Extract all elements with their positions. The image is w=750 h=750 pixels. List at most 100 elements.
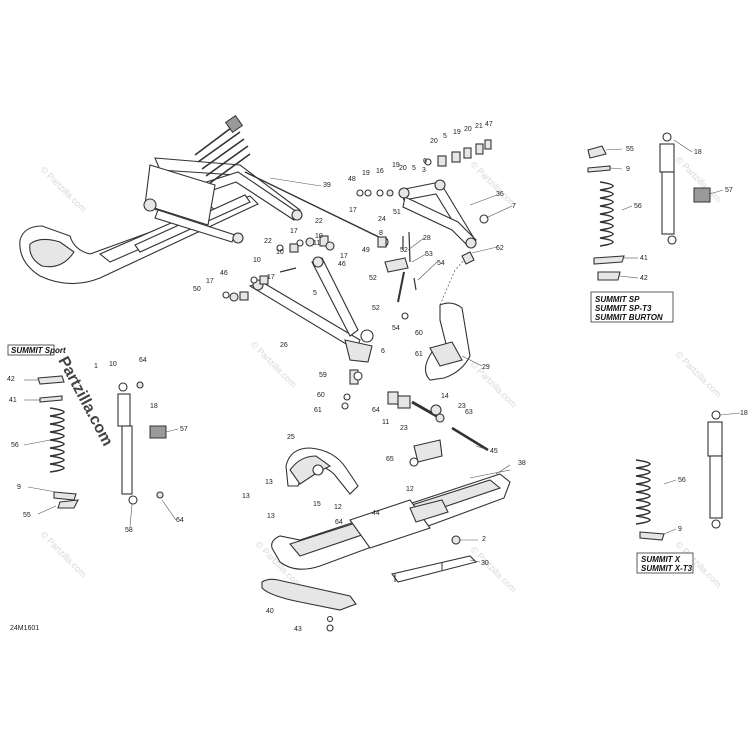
bushing-stack [356,139,492,197]
callout-22: 22 [315,218,323,225]
callout-44: 44 [372,510,380,517]
callout-1: 1 [94,363,98,370]
callout-39: 39 [323,182,331,189]
callout-46b: 46 [220,270,228,277]
callout-23b: 23 [458,403,466,410]
callout-25: 25 [287,434,295,441]
callout-17d: 17 [206,278,214,285]
callout-64c: 64 [139,357,147,364]
callout-2: 2 [482,536,486,543]
callout-10: 10 [315,233,323,240]
model-box-x [636,552,694,574]
watermark: © Partzilla.com [469,544,519,594]
callout-9b: 9 [626,166,630,173]
spindle-hardware [387,391,489,452]
watermark: © Partzilla.com [39,164,89,214]
callout-51: 51 [393,209,401,216]
callout-56: 56 [11,442,19,449]
sport-shock-assembly: SUMMIT Sport [7,344,167,509]
callout-15: 15 [313,501,321,508]
callout-20c: 20 [399,165,407,172]
callout-61: 61 [415,351,423,358]
callout-13b: 13 [242,493,250,500]
callout-11: 11 [313,240,320,247]
callout-48: 48 [348,176,356,183]
callout-54: 54 [437,260,445,267]
ski [271,439,511,583]
callout-6b: 6 [381,348,385,355]
callout-3: 3 [422,167,426,174]
watermark: © Partzilla.com [39,529,89,579]
callout-9: 9 [17,484,21,491]
callout-42: 42 [7,376,15,383]
callout-23: 23 [400,425,408,432]
callout-52: 52 [400,247,408,254]
callout-17c: 17 [340,253,348,260]
diagram-id: 24M1601 [10,625,39,632]
upper-a-arm [398,179,489,249]
callout-36: 36 [496,191,504,198]
callout-19: 19 [453,129,461,136]
callout-64d: 64 [176,517,184,524]
callout-64b: 64 [335,519,343,526]
callout-24: 24 [378,216,386,223]
callout-21: 21 [475,123,483,130]
callout-56c: 56 [678,477,686,484]
callout-7: 7 [512,203,516,210]
callout-20b: 20 [464,126,472,133]
callout-46: 46 [338,261,346,268]
callout-13: 13 [265,479,273,486]
callout-9c: 9 [678,526,682,533]
callout-29: 29 [482,364,490,371]
callout-52c: 52 [372,305,380,312]
callout-17b: 17 [290,228,298,235]
model-box-sp [590,291,674,323]
callout-41b: 41 [640,255,648,262]
callout-54b: 54 [392,325,400,332]
callout-20: 20 [430,138,438,145]
callout-14: 14 [441,393,449,400]
watermark: © Partzilla.com [469,359,519,409]
callout-55b: 55 [626,146,634,153]
callout-53: 53 [425,251,433,258]
callout-18b: 18 [694,149,702,156]
callout-16: 16 [376,168,384,175]
callout-28: 28 [423,235,431,242]
callout-55: 55 [23,512,31,519]
callout-8: 8 [379,230,383,237]
callout-57: 57 [180,426,188,433]
watermark: © Partzilla.com [674,349,724,399]
callouts: 39 36 7 62 6 20 5 19 20 21 47 3 20 5 19 … [7,121,748,633]
callout-12: 12 [406,486,414,493]
callout-19c: 19 [362,170,370,177]
callout-47: 47 [485,121,493,128]
callout-18c: 18 [740,410,748,417]
watermark: © Partzilla.com [469,159,519,209]
callout-61b: 61 [314,407,322,414]
callout-18: 18 [150,403,158,410]
callout-58: 58 [125,527,133,534]
callout-17e: 17 [267,274,275,281]
callout-6: 6 [423,158,427,165]
callout-19b: 19 [392,162,400,169]
callout-62: 62 [496,245,504,252]
callout-38: 38 [518,460,526,467]
callout-45: 45 [490,448,498,455]
callout-41: 41 [9,397,17,404]
model-box-sport-label: SUMMIT Sport [11,346,66,355]
callout-26: 26 [280,342,288,349]
callout-63: 63 [465,409,473,416]
callout-49: 49 [362,247,370,254]
callout-40: 40 [266,608,274,615]
callout-64: 64 [372,407,380,414]
callout-65: 65 [386,456,394,463]
callout-12b: 12 [334,504,342,511]
callout-30: 30 [481,560,489,567]
model-box-sp-line2: SUMMIT SP-T3 [595,304,652,313]
callout-52b: 52 [369,275,377,282]
spindle [424,251,475,381]
callout-60: 60 [415,330,423,337]
callout-10d: 10 [109,361,117,368]
callout-57b: 57 [725,187,733,194]
